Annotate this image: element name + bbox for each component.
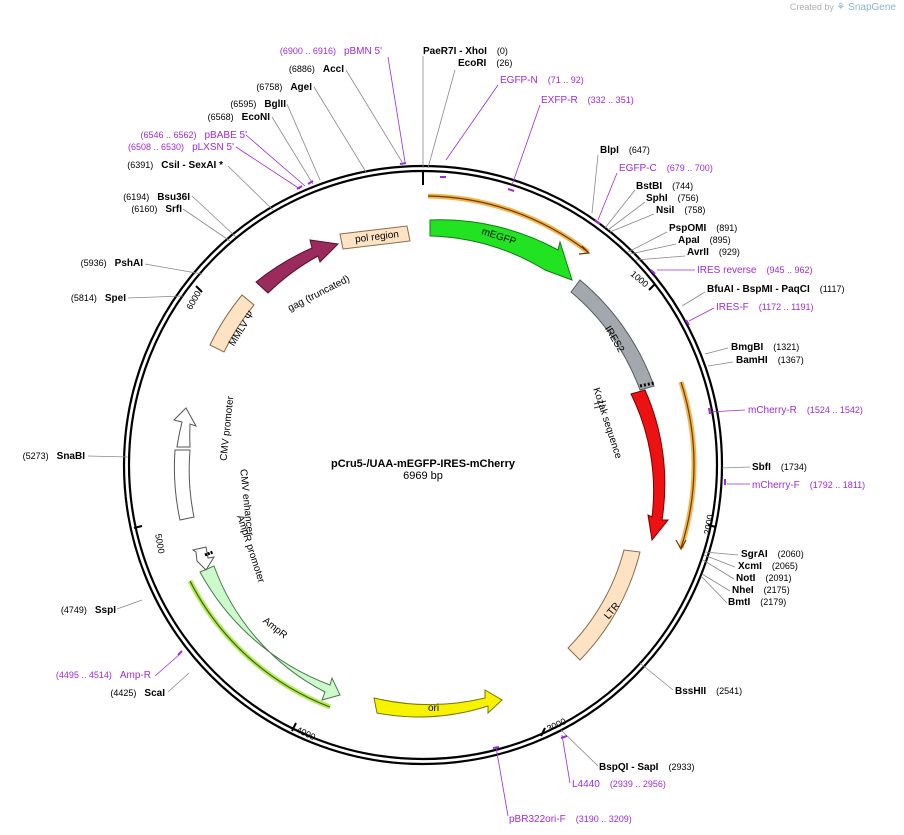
plasmid-name: pCru5-/UAA-mEGFP-IRES-mCherry xyxy=(331,458,516,470)
site-label-bsshii: BssHII(2541) xyxy=(675,686,742,697)
svg-text:ori: ori xyxy=(428,703,439,714)
feature-CMV-promoter xyxy=(173,407,198,448)
site-label-srfi: (6160)SrfI xyxy=(131,204,182,215)
site-label-bmti: BmtI(2179) xyxy=(728,597,786,608)
site-label-avrii: AvrII(929) xyxy=(687,247,740,258)
site-label-pbr322ori-f: pBR322ori-F(3190 .. 3209) xyxy=(509,814,632,825)
site-label-snabi: (5273)SnaBI xyxy=(23,451,86,462)
site-labels: PaeR7I - XhoI(0)EcoRI(26) EGFP-N(71 .. 92… xyxy=(23,46,866,825)
site-label-mcherry-f: mCherry-F(1792 .. 1811) xyxy=(752,480,865,491)
feature-MMLV-psi xyxy=(209,294,255,353)
site-label-pshai: (5936)PshAI xyxy=(81,258,144,269)
site-label-nsii: NsiI(758) xyxy=(656,205,705,216)
site-label-sspi: (4749)SspI xyxy=(61,605,116,616)
site-label-ires-reverse: IRES reverse(945 .. 962) xyxy=(697,265,813,276)
feature-AmpR xyxy=(199,565,341,701)
primer-markers xyxy=(177,162,726,749)
feature-pol-region xyxy=(339,225,411,250)
tick-label-5000: 5000 xyxy=(153,533,166,554)
site-label-l4440: L4440(2939 .. 2956) xyxy=(572,779,666,790)
feature-gag xyxy=(255,239,340,294)
svg-text:pol region: pol region xyxy=(355,229,400,245)
snapgene-credit: Created by ⚘ SnapGene xyxy=(789,2,896,13)
site-label-bamhi: BamHI(1367) xyxy=(736,355,804,366)
site-label-blpi: BlpI(647) xyxy=(600,145,650,156)
site-label-pspomi: PspOMI(891) xyxy=(669,223,737,234)
site-label-bstbi: BstBI(744) xyxy=(636,181,693,192)
site-label-sphi: SphI(756) xyxy=(646,193,699,204)
site-label-econi: (6568)EcoNI xyxy=(208,112,271,123)
site-label-paer7i-xhoi: PaeR7I - XhoI(0) xyxy=(423,46,508,57)
tick-label-6000: 6000 xyxy=(184,289,203,311)
plasmid-size: 6969 bp xyxy=(403,470,443,482)
site-label-mcherry-r: mCherry-R(1524 .. 1542) xyxy=(748,405,863,416)
svg-text:Kozak sequence: Kozak sequence xyxy=(590,386,623,460)
svg-text:gag (truncated): gag (truncated) xyxy=(286,274,351,315)
site-label-sgrai: SgrAI(2060) xyxy=(741,549,804,560)
site-label-apai: ApaI(895) xyxy=(678,235,731,246)
site-label-bmgbi: BmgBI(1321) xyxy=(731,342,799,353)
svg-text:CMV promoter: CMV promoter xyxy=(219,395,237,461)
site-label-sbfi: SbfI(1734) xyxy=(752,462,807,473)
feature-mCherry xyxy=(630,389,670,542)
svg-text:AmpR: AmpR xyxy=(260,616,289,642)
svg-text:mCherry: mCherry xyxy=(674,453,685,491)
site-label-egfp-n: EGFP-N(71 .. 92) xyxy=(500,75,584,86)
site-label-bspqi-sapi: BspQI - SapI(2933) xyxy=(599,762,694,773)
site-label-agei: (6758)AgeI xyxy=(256,82,312,93)
primer-arcs xyxy=(187,193,697,710)
site-label-amp-r: (4495 .. 4514)Amp-R xyxy=(56,670,151,681)
feature-ori xyxy=(373,689,503,718)
feature-CMV-enhancer xyxy=(173,449,195,521)
site-label-ires-f: IRES-F(1172 .. 1191) xyxy=(716,302,813,313)
feature-IRES2 xyxy=(570,279,655,391)
site-label-exfp-r: EXFP-R(332 .. 351) xyxy=(541,95,634,106)
tick-label-1000: 1000 xyxy=(629,269,651,290)
site-leaders xyxy=(87,56,751,817)
site-label-ecori: EcoRI(26) xyxy=(458,58,512,69)
site-label-nhei: NheI(2175) xyxy=(732,585,790,596)
feature-kozak-marker xyxy=(593,400,607,409)
site-label-bglii: (6595)BglII xyxy=(230,99,286,110)
feature-AmpR-promoter xyxy=(191,546,216,571)
tick-label-2000: 2000 xyxy=(702,514,715,535)
site-label-acci: (6886)AccI xyxy=(289,64,344,75)
site-label-pbmn-5-: (6900 .. 6916)pBMN 5' xyxy=(280,46,382,57)
site-label-xcmi: XcmI(2065) xyxy=(738,561,798,572)
site-label-spei: (5814)SpeI xyxy=(71,293,126,304)
site-label-egfp-c: EGFP-C(679 .. 700) xyxy=(619,163,713,174)
site-label-bsu36i: (6194)Bsu36I xyxy=(123,192,190,203)
site-label-bfuai-bspmi-paqci: BfuAI - BspMI - PaqCI(1117) xyxy=(707,284,844,295)
feature-mEGFP xyxy=(429,219,573,281)
feature-LTR xyxy=(567,549,641,661)
site-label-pbabe-5-: (6546 .. 6562)pBABE 5' xyxy=(140,130,247,141)
site-label-csii-sexai-: (6391)CsiI - SexAI * xyxy=(127,160,223,171)
site-label-scai: (4425)ScaI xyxy=(110,688,165,699)
site-label-plxsn-5-: (6508 .. 6530)pLXSN 5' xyxy=(128,142,234,153)
tick-label-3000: 3000 xyxy=(545,716,567,734)
site-label-noti: NotI(2091) xyxy=(736,573,791,584)
